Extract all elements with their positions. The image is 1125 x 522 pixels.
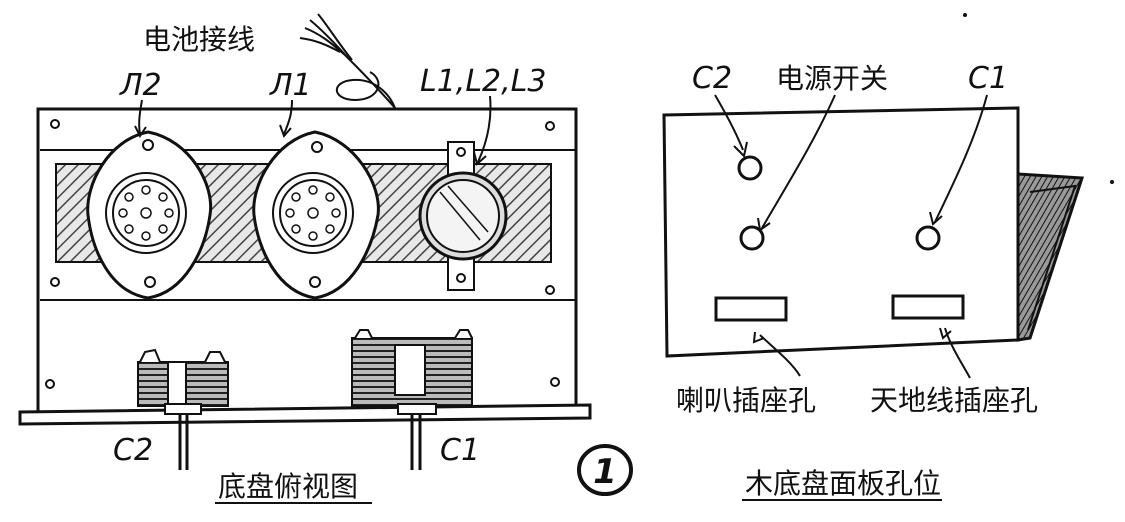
chassis-top-view-caption: 底盘俯视图 xyxy=(218,470,358,503)
variable-capacitor-1 xyxy=(351,329,473,470)
panel-capacitor-1-label: C1 xyxy=(968,61,1008,96)
chassis-base-plate xyxy=(18,403,592,426)
wooden-panel-view xyxy=(662,94,1085,379)
power-switch-label: 电源开关 xyxy=(776,62,888,95)
panel-side-box xyxy=(1016,172,1085,342)
leader-arrows-left xyxy=(134,95,492,166)
battery-wires xyxy=(299,13,396,109)
battery-wire-label: 电池接线 xyxy=(143,23,255,56)
tube-1-label: Л1 xyxy=(269,68,312,103)
chassis-screws xyxy=(45,119,560,389)
capacitor-1-hole xyxy=(915,225,941,251)
capacitor-2-hole xyxy=(737,155,763,181)
leader-arrows-right xyxy=(714,94,988,379)
figure-number-badge: 1 xyxy=(577,444,633,496)
figure-number: 1 xyxy=(593,452,617,492)
panel-capacitor-2-label: C2 xyxy=(692,61,732,96)
speaker-jack-label: 喇叭插座孔 xyxy=(676,384,816,417)
paper-speck xyxy=(1110,180,1114,184)
antenna-jack-label: 天地线插座孔 xyxy=(870,384,1038,417)
speaker-jack-hole xyxy=(714,296,788,322)
capacitor-1-label: C1 xyxy=(440,433,480,468)
capacitor-2-label: C2 xyxy=(113,433,153,468)
wooden-panel-caption: 木底盘面板孔位 xyxy=(745,467,941,500)
power-switch-hole xyxy=(739,225,765,251)
tube-2-label: Л2 xyxy=(119,68,162,103)
tube-socket-1 xyxy=(252,130,380,300)
tube-socket-2 xyxy=(86,130,213,300)
variable-capacitor-2 xyxy=(137,348,229,470)
chassis-top-view xyxy=(18,13,592,470)
coils-label: L1,L2,L3 xyxy=(420,64,546,99)
antenna-jack-hole xyxy=(891,294,965,320)
paper-speck xyxy=(963,13,967,17)
coil-can xyxy=(418,141,508,291)
